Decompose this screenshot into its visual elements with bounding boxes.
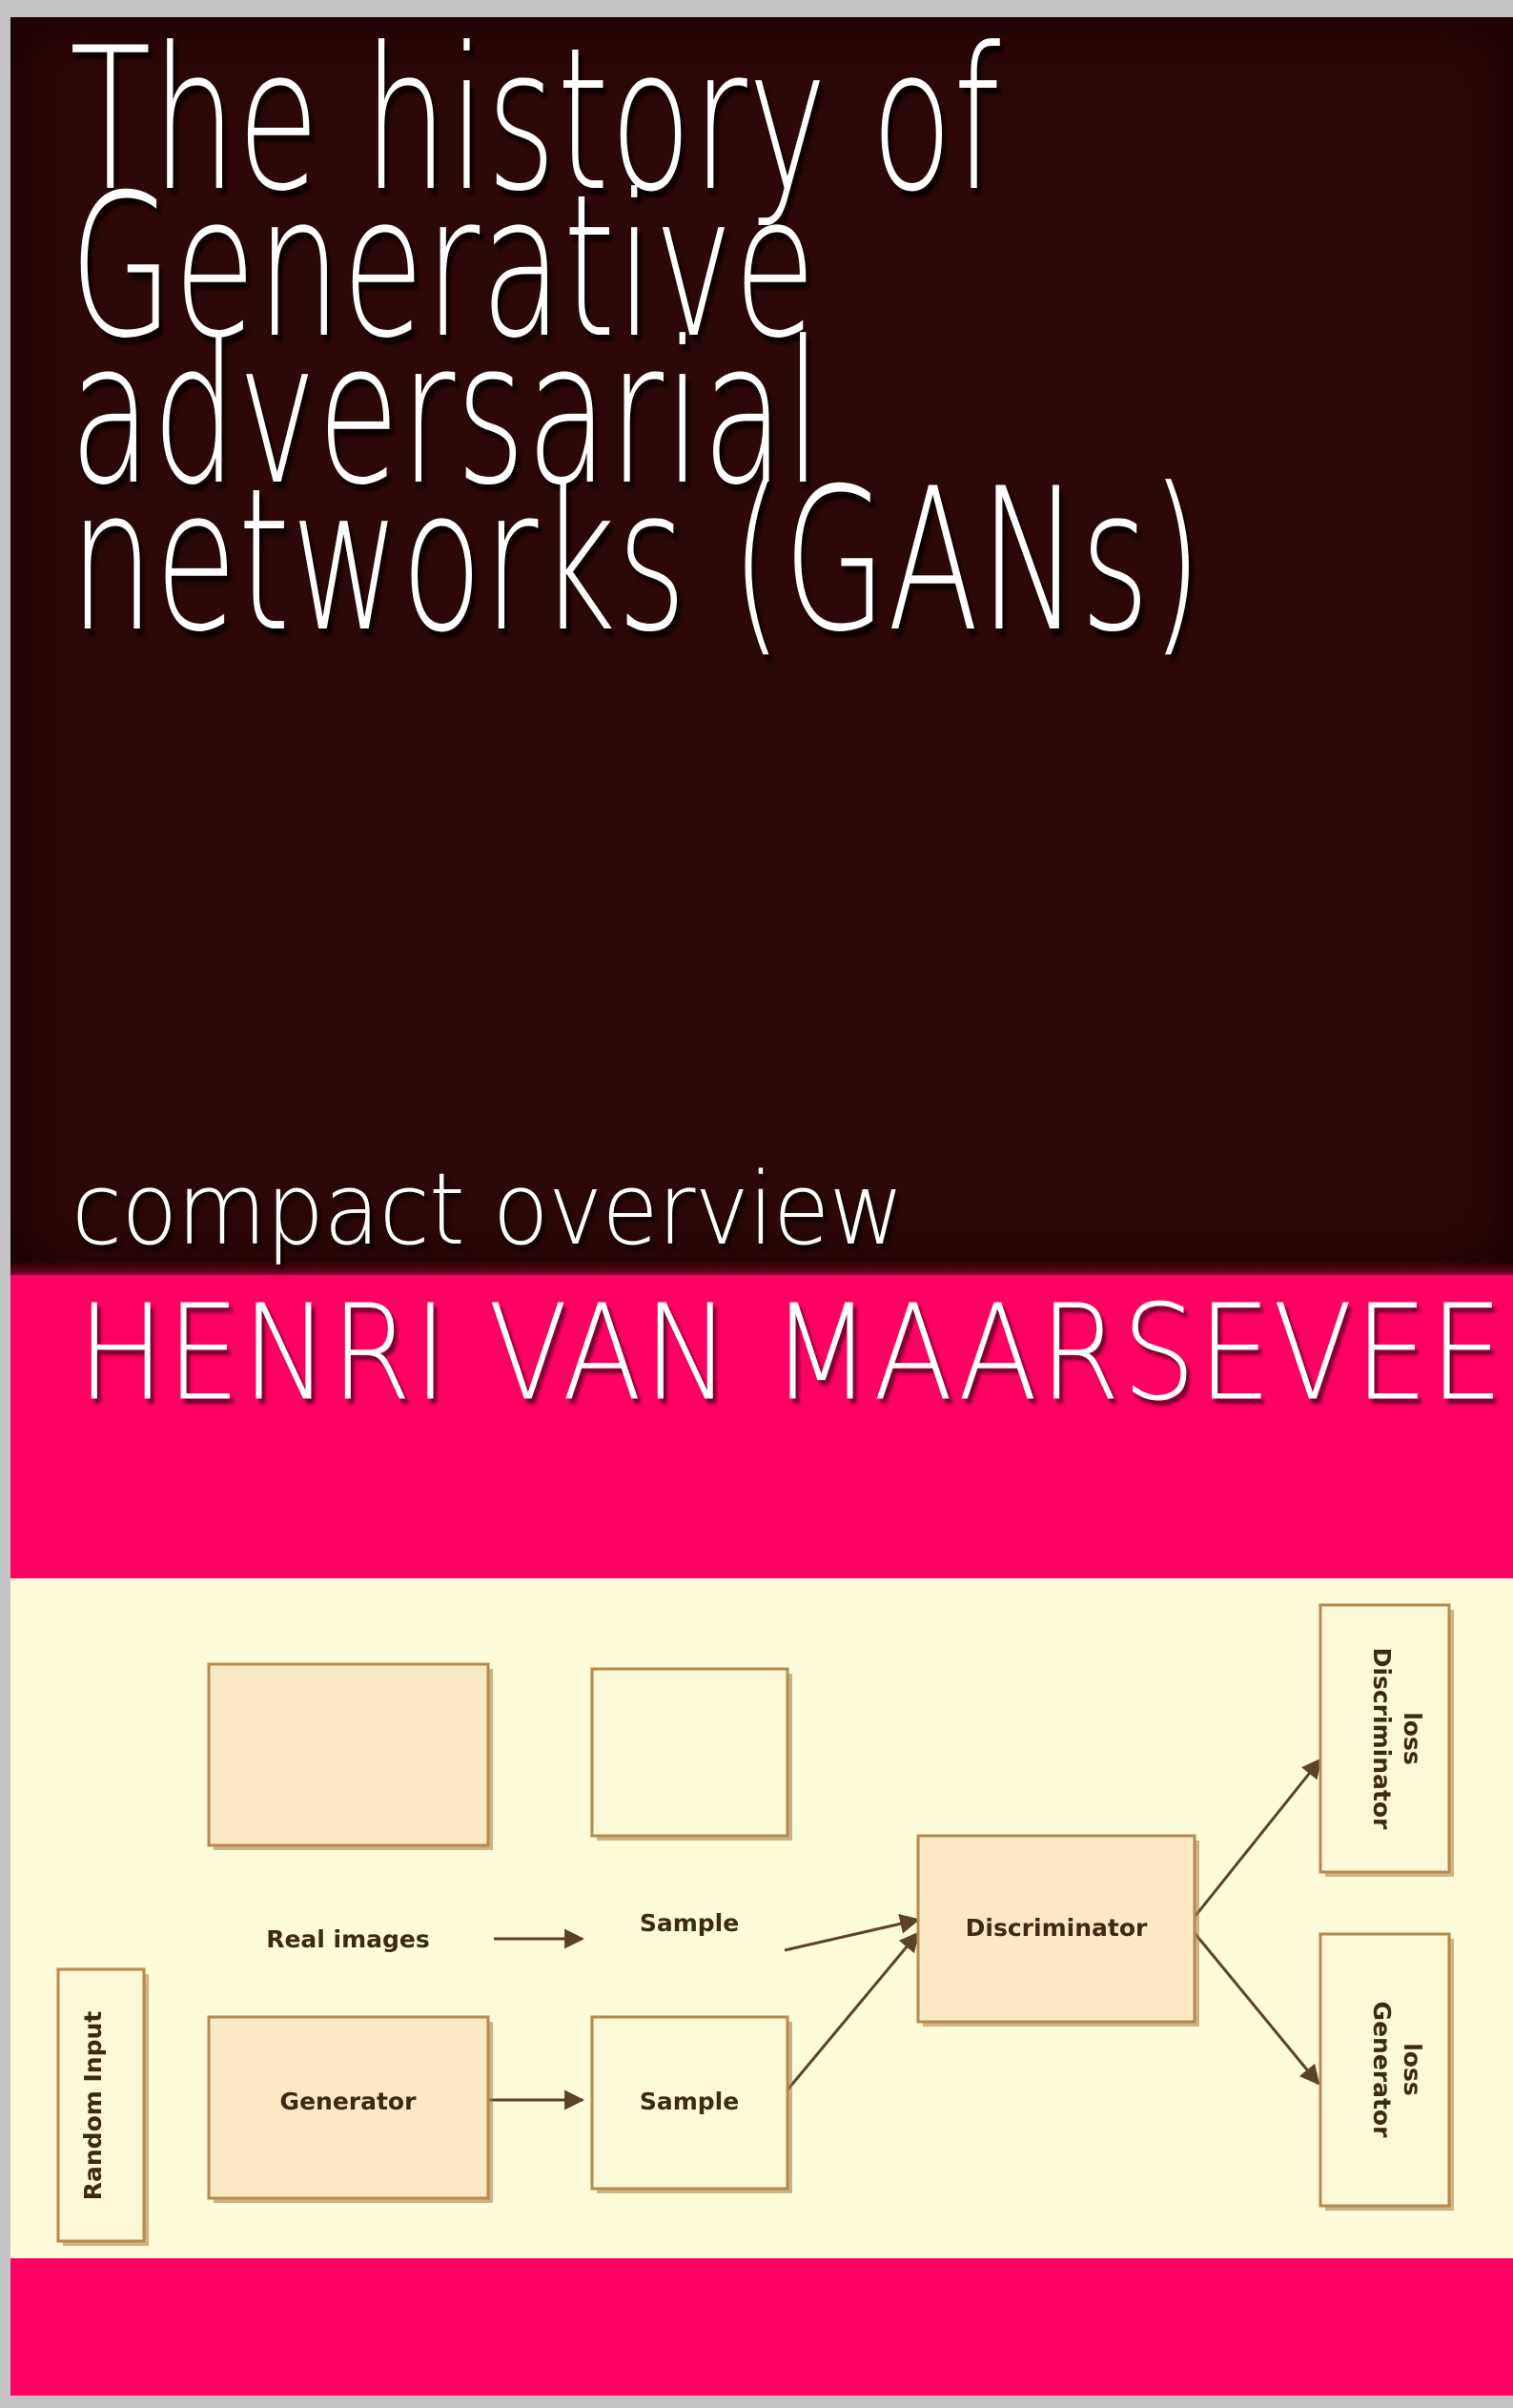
generator-loss-label-line2: loss [1399,2043,1426,2096]
node-real-images: Real images [207,1662,493,1953]
gan-architecture-diagram: Real images Sample Random Input [10,1578,1513,2258]
generator-loss-label-line1: Generator [1368,2002,1396,2139]
author-name: HENRI VAN MAARSEVEEN [77,1276,1513,1431]
author-background-band [10,1275,1513,1578]
discriminator-loss-label-line1: Discriminator [1368,1648,1396,1830]
footer-band [10,2258,1513,2396]
edge-samplefake-to-discriminator [783,1931,920,2094]
title-line-2: Generative [70,154,817,382]
diagram-connectors [487,1758,1322,2110]
discriminator-loss-label-line2: loss [1399,1712,1426,1765]
node-generator: Generator [207,2015,493,2203]
edge-samplereal-to-discriminator [784,1913,921,1952]
node-discriminator: Discriminator [916,1834,1199,2027]
node-sample-real: Sample [590,1667,792,1937]
real-images-box [207,1662,490,1847]
node-sample-fake: Sample [590,2015,792,2193]
real-images-label: Real images [266,1925,430,1953]
random-input-label: Random Input [79,2011,107,2201]
title-line-1: The history of [70,17,1002,236]
node-discriminator-loss: Discriminator loss [1319,1603,1454,1877]
edge-discriminator-to-discriminatorloss [1193,1758,1322,1918]
discriminator-box [916,1834,1196,2024]
generator-loss-box [1319,1932,1451,2208]
book-title: The history of Generative adversarial ne… [70,17,1500,660]
discriminator-loss-box [1319,1603,1451,1874]
title-line-3: adversarial [70,300,823,529]
node-random-input: Random Input [56,1967,149,2246]
title-background-band [10,17,1513,1275]
edge-discriminator-to-generatorloss [1193,1932,1320,2086]
sample-fake-label: Sample [640,2088,739,2115]
sample-real-box [590,1667,789,1838]
generator-box [207,2015,490,2200]
cover-page: The history of Generative adversarial ne… [10,17,1513,2396]
random-input-box [56,1967,146,2243]
generator-label: Generator [280,2088,418,2115]
diagram-svg: Real images Sample Random Input [56,1603,1454,2246]
sample-real-label: Sample [640,1909,739,1937]
discriminator-label: Discriminator [966,1914,1148,1942]
sample-fake-box [590,2015,789,2191]
book-subtitle: compact overview [72,1151,905,1267]
node-generator-loss: Generator loss [1319,1932,1454,2211]
title-line-4: networks (GANs) [70,447,1204,676]
